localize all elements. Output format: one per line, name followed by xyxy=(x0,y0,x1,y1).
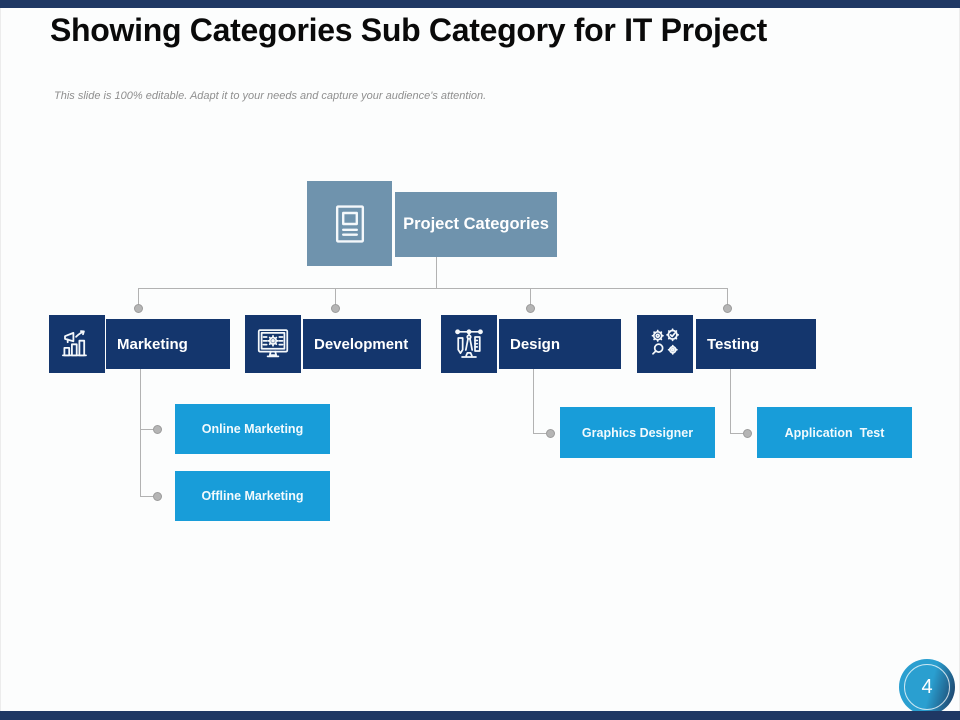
sub-label: Offline Marketing xyxy=(201,489,304,503)
sub-label: Online Marketing xyxy=(201,422,304,436)
category-node-design: Design xyxy=(499,319,621,369)
root-node-project-categories: Project Categories xyxy=(395,192,557,257)
monitor-gear-icon xyxy=(257,329,289,358)
slide-title: Showing Categories Sub Category for IT P… xyxy=(50,12,767,48)
root-node-label: Project Categories xyxy=(403,215,549,233)
connector-dot xyxy=(134,304,143,313)
connector-line xyxy=(730,433,743,434)
badge-ring xyxy=(904,664,950,710)
top-accent-bar xyxy=(0,0,960,8)
connector-line xyxy=(436,257,437,288)
marketing-icon-tile xyxy=(49,315,105,373)
category-node-marketing: Marketing xyxy=(106,319,230,369)
slide-subtitle: This slide is 100% editable. Adapt it to… xyxy=(54,90,487,102)
connector-dot xyxy=(743,429,752,438)
connector-dot xyxy=(153,492,162,501)
category-label: Development xyxy=(314,335,409,353)
project-categories-icon-tile xyxy=(307,181,392,266)
category-label: Testing xyxy=(707,335,760,353)
connector-line xyxy=(140,369,141,497)
megaphone-growth-chart-icon xyxy=(61,330,87,357)
sub-label: Application Test xyxy=(784,425,885,440)
category-node-development: Development xyxy=(303,319,421,369)
connector-dot xyxy=(526,304,535,313)
drafting-tools-icon xyxy=(455,329,483,358)
testing-icon-tile xyxy=(637,315,693,373)
sub-node-offline-marketing: Offline Marketing xyxy=(175,471,330,521)
report-document-icon xyxy=(335,204,364,243)
category-node-testing: Testing xyxy=(696,319,816,369)
connector-dot xyxy=(723,304,732,313)
connector-line xyxy=(533,433,546,434)
connector-line xyxy=(530,288,531,305)
connector-line xyxy=(727,288,728,305)
connector-dot xyxy=(331,304,340,313)
category-label: Design xyxy=(510,335,561,353)
connector-dot xyxy=(153,425,162,434)
connector-line xyxy=(138,288,139,305)
sub-node-application-test: Application Test xyxy=(757,407,912,458)
connector-line xyxy=(140,496,153,497)
page-number: 4 xyxy=(921,675,933,698)
connector-dot xyxy=(546,429,555,438)
development-icon-tile xyxy=(245,315,301,373)
connector-line xyxy=(140,429,153,430)
connector-line xyxy=(730,369,731,433)
connector-line xyxy=(533,369,534,433)
sub-node-online-marketing: Online Marketing xyxy=(175,404,330,454)
connector-line xyxy=(335,288,336,305)
gears-magnifier-icon xyxy=(651,328,680,355)
design-icon-tile xyxy=(441,315,497,373)
bottom-accent-bar xyxy=(0,711,960,720)
page-number-badge: 4 xyxy=(899,659,955,715)
connector-line xyxy=(138,288,728,289)
sub-node-graphics-designer: Graphics Designer xyxy=(560,407,715,458)
sub-label: Graphics Designer xyxy=(581,425,694,440)
category-label: Marketing xyxy=(117,335,188,353)
